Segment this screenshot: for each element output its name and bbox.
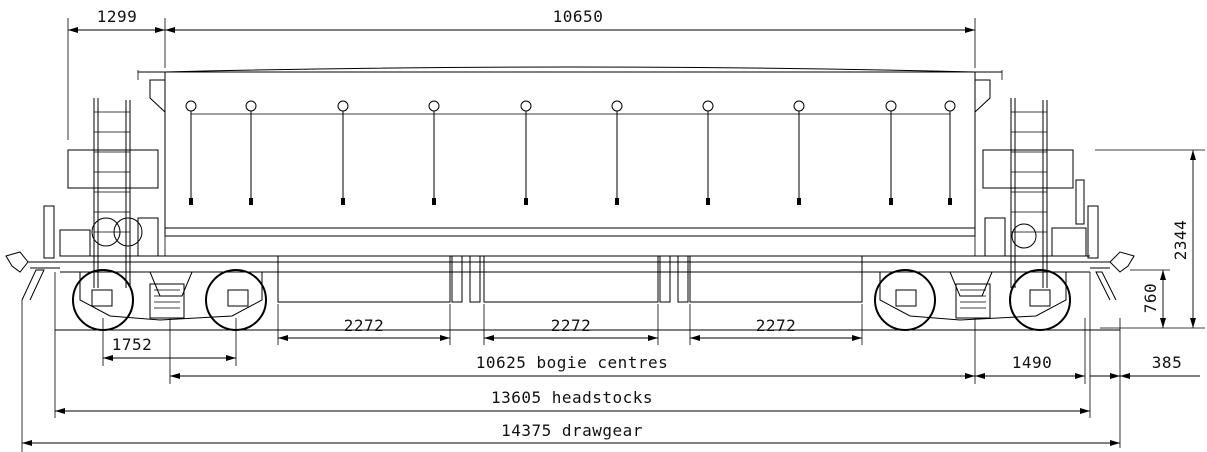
- dim-text-drawgear: 14375 drawgear: [501, 421, 643, 440]
- roof-line: [164, 66, 976, 73]
- dim-text-385: 385: [1152, 353, 1182, 372]
- door-1: [277, 255, 451, 303]
- right-coupler-hook: [1109, 251, 1135, 273]
- left-coupler-hook: [5, 251, 29, 273]
- roof-end-right: [974, 71, 1002, 113]
- dim-text-door-3: 2272: [756, 316, 797, 335]
- right-end-structure: [982, 98, 1099, 288]
- left-bogie: [72, 269, 267, 331]
- dim-text-1752: 1752: [112, 335, 153, 354]
- dim-text-bogie-centres: 10625 bogie centres: [476, 353, 669, 372]
- door-2: [483, 255, 659, 303]
- dim-text-760: 760: [1141, 283, 1160, 313]
- wagon-body: [60, 66, 1090, 273]
- dim-text-1299: 1299: [97, 7, 138, 26]
- dim-text-10650: 10650: [553, 7, 604, 26]
- right-bogie-frame: [879, 271, 1067, 321]
- dimensions: 1299 10650 2344 760 2272 2272 2272 1752: [21, 7, 1205, 452]
- left-bogie-frame: [79, 271, 263, 321]
- roof-hangers: [185, 100, 956, 205]
- dim-text-door-1: 2272: [344, 316, 385, 335]
- roof-end-left: [138, 71, 166, 113]
- right-bogie-wheel-1: [874, 269, 936, 331]
- left-drawgear: [5, 251, 60, 301]
- right-drawgear: [1090, 251, 1135, 301]
- dim-text-1490: 1490: [1012, 353, 1053, 372]
- left-end-structure: [43, 98, 159, 288]
- right-bogie: [874, 269, 1071, 331]
- dim-text-headstocks: 13605 headstocks: [491, 388, 653, 407]
- dim-text-door-2: 2272: [551, 316, 592, 335]
- right-end-platform: [982, 149, 1074, 189]
- right-bogie-wheel-2: [1009, 269, 1071, 331]
- left-end-platform: [67, 149, 159, 189]
- hopper-body-outline: [164, 71, 976, 237]
- door-3: [689, 255, 863, 303]
- hopper-doors: [277, 255, 863, 303]
- dim-text-2344: 2344: [1171, 220, 1190, 261]
